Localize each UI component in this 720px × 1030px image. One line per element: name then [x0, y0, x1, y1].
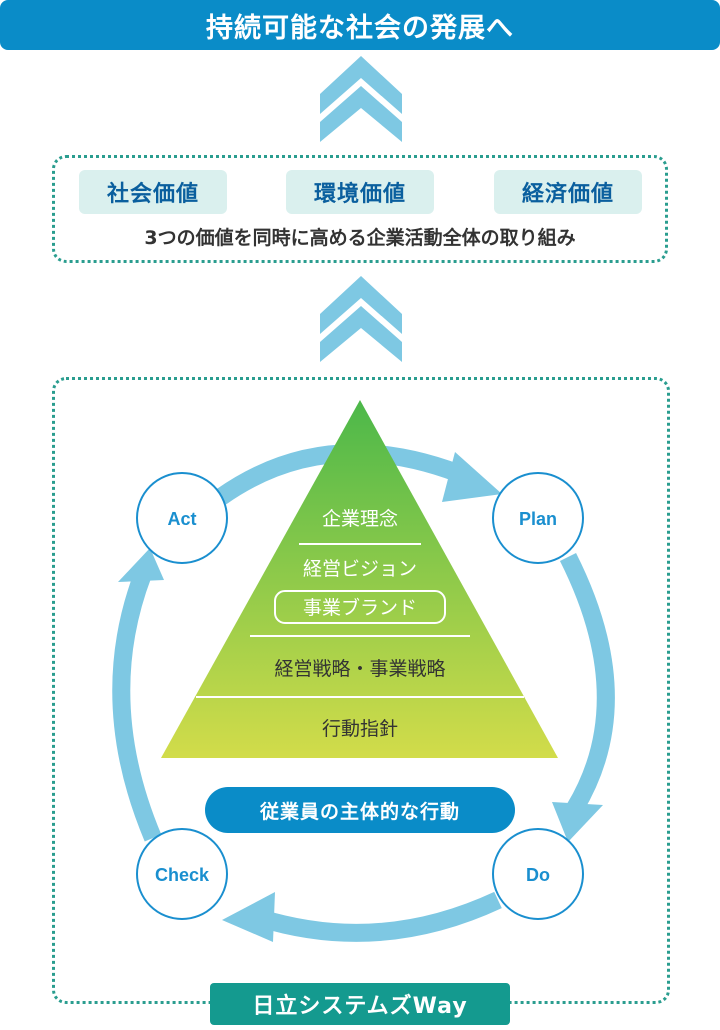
pyramid-level-vision: 経営ビジョン [303, 558, 417, 580]
cycle-arc-check-act [112, 570, 162, 842]
arrow-head-icon [118, 548, 164, 582]
cycle-arc-do-check [257, 891, 502, 942]
pdca-diagram: Act Plan Check Do 企業理念 経営ビジョン 事業ブランド 経営戦… [112, 400, 615, 942]
cycle-arc-plan-do [559, 552, 615, 813]
arrow-head-icon [552, 802, 603, 842]
chevron-up-icon [320, 276, 402, 362]
value-tag-social: 社会価値 [79, 170, 227, 214]
cycle-node-check: Check [136, 828, 228, 920]
values-caption: 3つの価値を同時に高める企業活動全体の取り組み [144, 227, 576, 249]
pyramid-level-guidelines: 行動指針 [322, 718, 398, 740]
employee-action-label: 従業員の主体的な行動 [205, 787, 515, 833]
value-tag-environmental: 環境価値 [286, 170, 434, 214]
pyramid-level-philosophy: 企業理念 [322, 507, 398, 530]
pyramid-level-strategy: 経営戦略・事業戦略 [274, 658, 445, 680]
pyramid-level-brand: 事業ブランド [303, 596, 417, 619]
pyramid [161, 400, 558, 758]
value-tag-economic: 経済価値 [494, 170, 642, 214]
framework-label: 日立システムズWay [210, 983, 510, 1025]
values-box [52, 155, 668, 263]
cycle-label-plan: Plan [519, 509, 557, 529]
arrow-head-icon [442, 452, 502, 502]
page-title: 持続可能な社会の発展へ [0, 0, 720, 50]
cycle-label-check: Check [155, 865, 210, 885]
cycle-node-act: Act [136, 472, 228, 564]
brand-frame [274, 590, 446, 624]
chevron-up-icon [320, 56, 402, 142]
cycle-node-do: Do [492, 828, 584, 920]
cycle-node-plan: Plan [492, 472, 584, 564]
cycle-label-do: Do [526, 865, 550, 885]
arrow-head-icon [222, 892, 275, 942]
cycle-label-act: Act [167, 509, 196, 529]
